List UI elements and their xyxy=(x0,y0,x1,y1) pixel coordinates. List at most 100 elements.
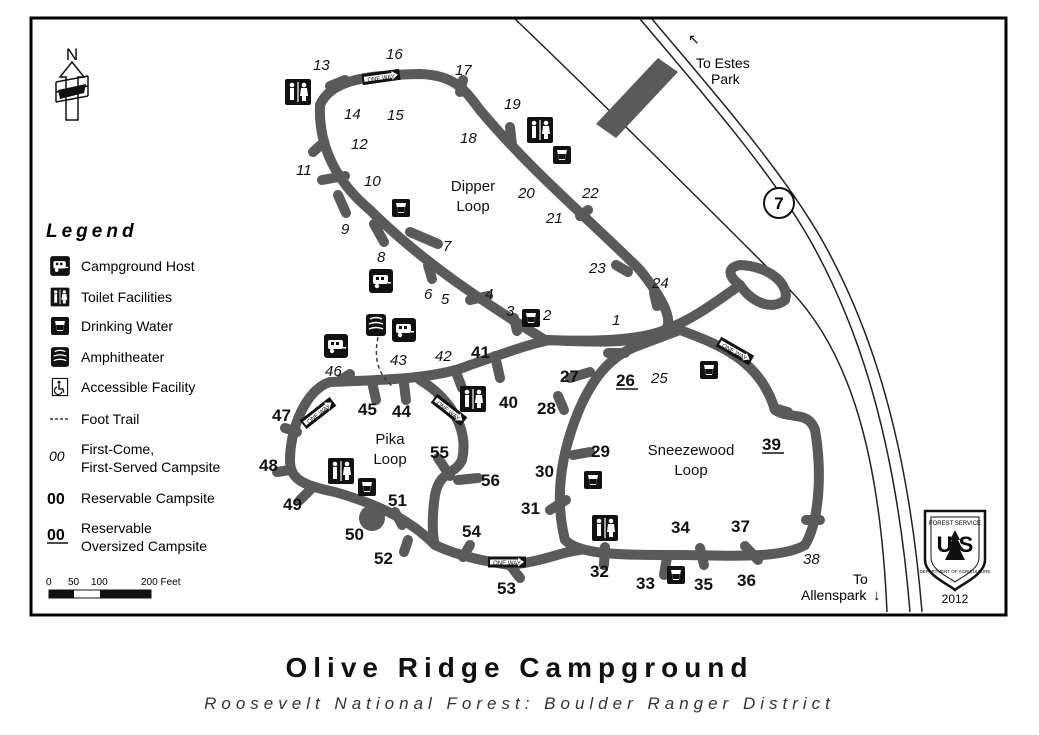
site-label: 31 xyxy=(521,499,540,518)
one-way-sign: ONE WAY xyxy=(488,556,526,568)
to-estes-line1: To Estes xyxy=(696,55,750,71)
drinking-water-icon xyxy=(358,478,376,496)
to-estes-line2: Park xyxy=(711,71,741,87)
drinking-water-icon xyxy=(584,471,602,489)
drinking-water-icon xyxy=(667,566,685,584)
site-label: 56 xyxy=(481,471,500,490)
site-label: 25 xyxy=(650,370,668,387)
reservable-symbol: 00 xyxy=(47,491,65,508)
site-label: 55 xyxy=(430,443,449,462)
site-label: 21 xyxy=(545,210,563,227)
scale-label: 200 Feet xyxy=(141,577,181,588)
drinking-water-icon xyxy=(51,317,69,335)
to-allenspark-line2: Allenspark xyxy=(801,587,867,603)
svg-text:ONE WAY: ONE WAY xyxy=(493,561,521,567)
site-label: 37 xyxy=(731,517,750,536)
site-label: 12 xyxy=(351,136,368,153)
site-label: 35 xyxy=(694,575,713,594)
site-label: 8 xyxy=(377,249,386,266)
drinking-water-icon xyxy=(522,309,540,327)
site-label: 33 xyxy=(636,574,655,593)
oversized-symbol: 00 xyxy=(47,527,65,544)
scale-label: 0 xyxy=(46,577,52,588)
site-label: 26 xyxy=(616,371,635,390)
site-label: 44 xyxy=(392,402,411,421)
site-label: 30 xyxy=(535,462,554,481)
sneezewood-loop-label: Sneezewood xyxy=(648,442,735,459)
legend-fcfs-label: First-Served Campsite xyxy=(81,459,220,475)
site-label: 47 xyxy=(272,406,291,425)
site-label: 28 xyxy=(537,399,556,418)
campground-host-icon xyxy=(392,318,416,342)
site-label: 49 xyxy=(283,495,302,514)
dipper-loop-label: Dipper xyxy=(451,178,495,195)
site-label: 54 xyxy=(462,522,481,541)
site-label: 19 xyxy=(504,96,521,113)
site-label: 15 xyxy=(387,107,404,124)
toilet-icon xyxy=(460,386,486,412)
legend-over-label: Oversized Campsite xyxy=(81,538,207,554)
site-label: 5 xyxy=(441,291,450,308)
campground-host-icon xyxy=(50,256,70,276)
site-label: 27 xyxy=(560,367,579,386)
site-label: 24 xyxy=(651,275,669,292)
pika-loop-label: Loop xyxy=(373,451,406,468)
site-label: 1 xyxy=(612,312,620,329)
fcfs-site-labels: 1 2 3 4 5 6 7 8 9 10 11 12 13 14 15 16 1… xyxy=(296,46,820,568)
site-label: 45 xyxy=(358,400,377,419)
drinking-water-icon xyxy=(700,361,718,379)
site-label: 48 xyxy=(259,456,278,475)
legend-title: Legend xyxy=(46,221,138,242)
map-title: Olive Ridge Campground xyxy=(285,652,754,683)
site-label: 20 xyxy=(517,185,535,202)
legend: Legend Campground Host Toilet Facilities… xyxy=(46,221,220,554)
arrow-up-left-icon: ↖ xyxy=(688,31,700,47)
svg-text:ONE WAY: ONE WAY xyxy=(367,74,395,84)
toilet-icon xyxy=(50,287,70,307)
legend-access-label: Accessible Facility xyxy=(81,379,195,395)
legend-res-label: Reservable Campsite xyxy=(81,490,215,506)
toilet-icon xyxy=(328,458,354,484)
toilet-icon xyxy=(527,117,553,143)
site-label: 36 xyxy=(737,571,756,590)
site-label: 38 xyxy=(803,551,820,568)
site-label: 46 xyxy=(325,363,342,380)
site-50-pad xyxy=(359,505,385,531)
one-way-sign: ONE WAY xyxy=(361,68,401,86)
site-label: 9 xyxy=(341,221,350,238)
site-label: 22 xyxy=(581,185,599,202)
amphitheater-icon xyxy=(365,313,387,337)
legend-fcfs-label: First-Come, xyxy=(81,441,154,457)
site-label: 40 xyxy=(499,393,518,412)
legend-trail-label: Foot Trail xyxy=(81,411,139,427)
site-label: 29 xyxy=(591,442,610,461)
tree-icon xyxy=(945,530,965,560)
site-label: 32 xyxy=(590,562,609,581)
oversized-site-labels: 26 39 xyxy=(616,371,784,454)
legend-over-label: Reservable xyxy=(81,520,152,536)
toilet-icon xyxy=(592,515,618,541)
site-label: 16 xyxy=(386,46,403,63)
foot-trail xyxy=(375,336,393,387)
legend-water-label: Drinking Water xyxy=(81,318,173,334)
north-label: N xyxy=(66,45,78,64)
site-label: 23 xyxy=(588,260,606,277)
legend-toilet-label: Toilet Facilities xyxy=(81,289,172,305)
amphitheater-icon xyxy=(50,346,70,368)
to-allenspark-line1: To xyxy=(853,571,868,587)
campground-roads xyxy=(272,69,825,583)
site-label: 10 xyxy=(364,173,381,190)
site-label: 14 xyxy=(344,106,361,123)
site-label: 3 xyxy=(506,303,515,320)
toilet-icon xyxy=(285,79,311,105)
site-label: 43 xyxy=(390,352,407,369)
site-label: 50 xyxy=(345,525,364,544)
campground-host-icon xyxy=(369,269,393,293)
highway-number: 7 xyxy=(774,194,783,213)
site-label: 7 xyxy=(443,238,452,255)
pika-loop-label: Pika xyxy=(375,431,405,448)
scale-bar: 0 50 100 200 Feet xyxy=(46,577,181,599)
accessible-icon xyxy=(51,377,69,397)
scale-label: 50 xyxy=(68,577,80,588)
